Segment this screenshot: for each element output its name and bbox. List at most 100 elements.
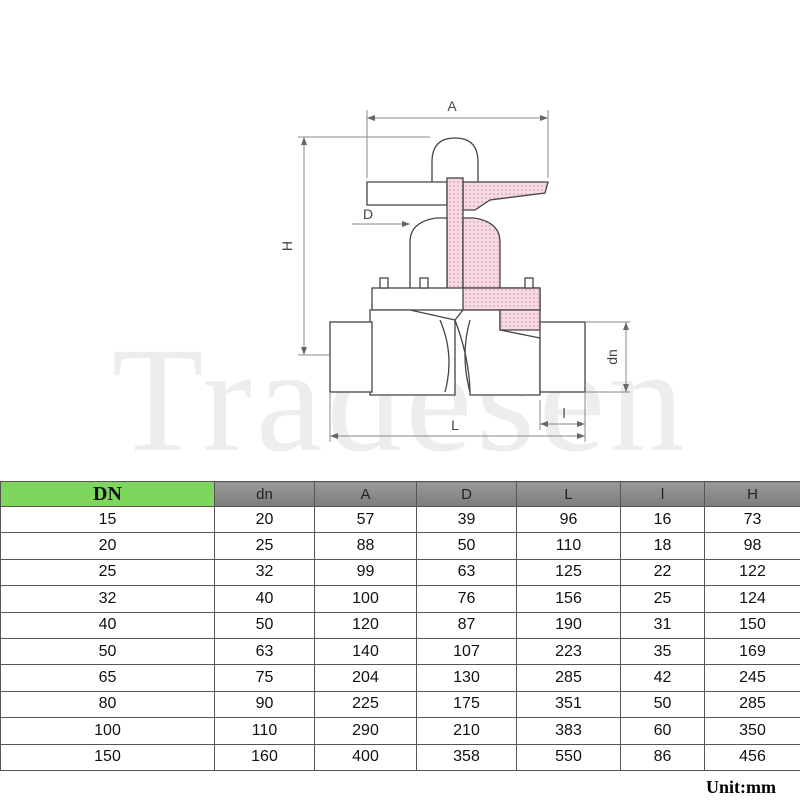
table-cell: 99 — [314, 558, 417, 587]
table-cell: 122 — [704, 558, 800, 587]
table-cell: 550 — [516, 743, 621, 771]
table-cell: 160 — [214, 743, 315, 771]
table-cell: 285 — [704, 690, 800, 719]
table-cell: 100 — [314, 585, 417, 613]
header-dn: DN — [0, 481, 215, 507]
pipe-right — [539, 321, 586, 393]
table-cell: 245 — [704, 664, 800, 692]
bonnet-section — [462, 217, 501, 293]
table-cell: 63 — [214, 637, 315, 666]
table-cell: 22 — [620, 558, 705, 587]
table-cell: 225 — [314, 690, 417, 719]
table-cell: 50 — [0, 637, 215, 666]
table-cell: 25 — [0, 558, 215, 587]
table-cell: 290 — [314, 717, 417, 745]
table-cell: 175 — [416, 690, 517, 719]
table-cell: 140 — [314, 637, 417, 666]
diaphragm — [439, 319, 471, 393]
table-cell: 100 — [0, 717, 215, 745]
table-cell: 169 — [704, 637, 800, 666]
header-a: A — [314, 481, 417, 507]
table-cell: 87 — [416, 611, 517, 639]
table-cell: 75 — [214, 664, 315, 692]
table-cell: 124 — [704, 585, 800, 613]
label-A: A — [447, 98, 457, 114]
label-D: D — [363, 206, 373, 222]
table-cell: 351 — [516, 690, 621, 719]
table-cell: 18 — [620, 532, 705, 560]
table-cell: 383 — [516, 717, 621, 745]
header-h: H — [704, 481, 800, 507]
table-cell: 96 — [516, 505, 621, 534]
table-cell: 285 — [516, 664, 621, 692]
valve-drawing: A D H dn L l — [279, 98, 630, 442]
table-cell: 60 — [620, 717, 705, 745]
header-d: D — [416, 481, 517, 507]
table-cell: 358 — [416, 743, 517, 771]
table-cell: 350 — [704, 717, 800, 745]
bolt-right — [524, 277, 534, 289]
table-cell: 150 — [0, 743, 215, 771]
table-cell: 456 — [704, 743, 800, 771]
table-cell: 190 — [516, 611, 621, 639]
table-cell: 98 — [704, 532, 800, 560]
table-cell: 25 — [214, 532, 315, 560]
handwheel-right — [462, 181, 549, 211]
table-cell: 150 — [704, 611, 800, 639]
label-H: H — [279, 241, 295, 251]
table-cell: 210 — [416, 717, 517, 745]
table-cell: 120 — [314, 611, 417, 639]
label-l: l — [562, 405, 565, 421]
table-cell: 65 — [0, 664, 215, 692]
table-cell: 73 — [704, 505, 800, 534]
table-cell: 156 — [516, 585, 621, 613]
table-cell: 63 — [416, 558, 517, 587]
table-cell: 20 — [214, 505, 315, 534]
table-cell: 110 — [516, 532, 621, 560]
label-dn: dn — [604, 349, 620, 365]
table-cell: 40 — [0, 611, 215, 639]
table-cell: 16 — [620, 505, 705, 534]
header-l: L — [516, 481, 621, 507]
pipe-left — [329, 321, 373, 393]
table-cell: 90 — [214, 690, 315, 719]
table-cell: 125 — [516, 558, 621, 587]
handwheel-left — [366, 181, 448, 206]
table-cell: 50 — [620, 690, 705, 719]
handle-knob — [431, 137, 479, 196]
table-cell: 15 — [0, 505, 215, 534]
bolt-left — [379, 277, 389, 289]
table-cell: 32 — [0, 585, 215, 613]
table-cell: 20 — [0, 532, 215, 560]
table-cell: 35 — [620, 637, 705, 666]
table-cell: 80 — [0, 690, 215, 719]
table-cell: 400 — [314, 743, 417, 771]
table-cell: 32 — [214, 558, 315, 587]
label-L: L — [451, 417, 459, 433]
table-cell: 86 — [620, 743, 705, 771]
table-cell: 223 — [516, 637, 621, 666]
table-cell: 76 — [416, 585, 517, 613]
table-cell: 39 — [416, 505, 517, 534]
header-dn-small: dn — [214, 481, 315, 507]
table-header-row: DN dn A D L l H — [0, 481, 800, 507]
unit-label: Unit:mm — [706, 777, 776, 797]
bonnet — [409, 217, 448, 293]
table-cell: 31 — [620, 611, 705, 639]
table-cell: 57 — [314, 505, 417, 534]
bolt-left-2 — [419, 277, 429, 289]
table-cell: 110 — [214, 717, 315, 745]
valve-body — [369, 309, 456, 396]
